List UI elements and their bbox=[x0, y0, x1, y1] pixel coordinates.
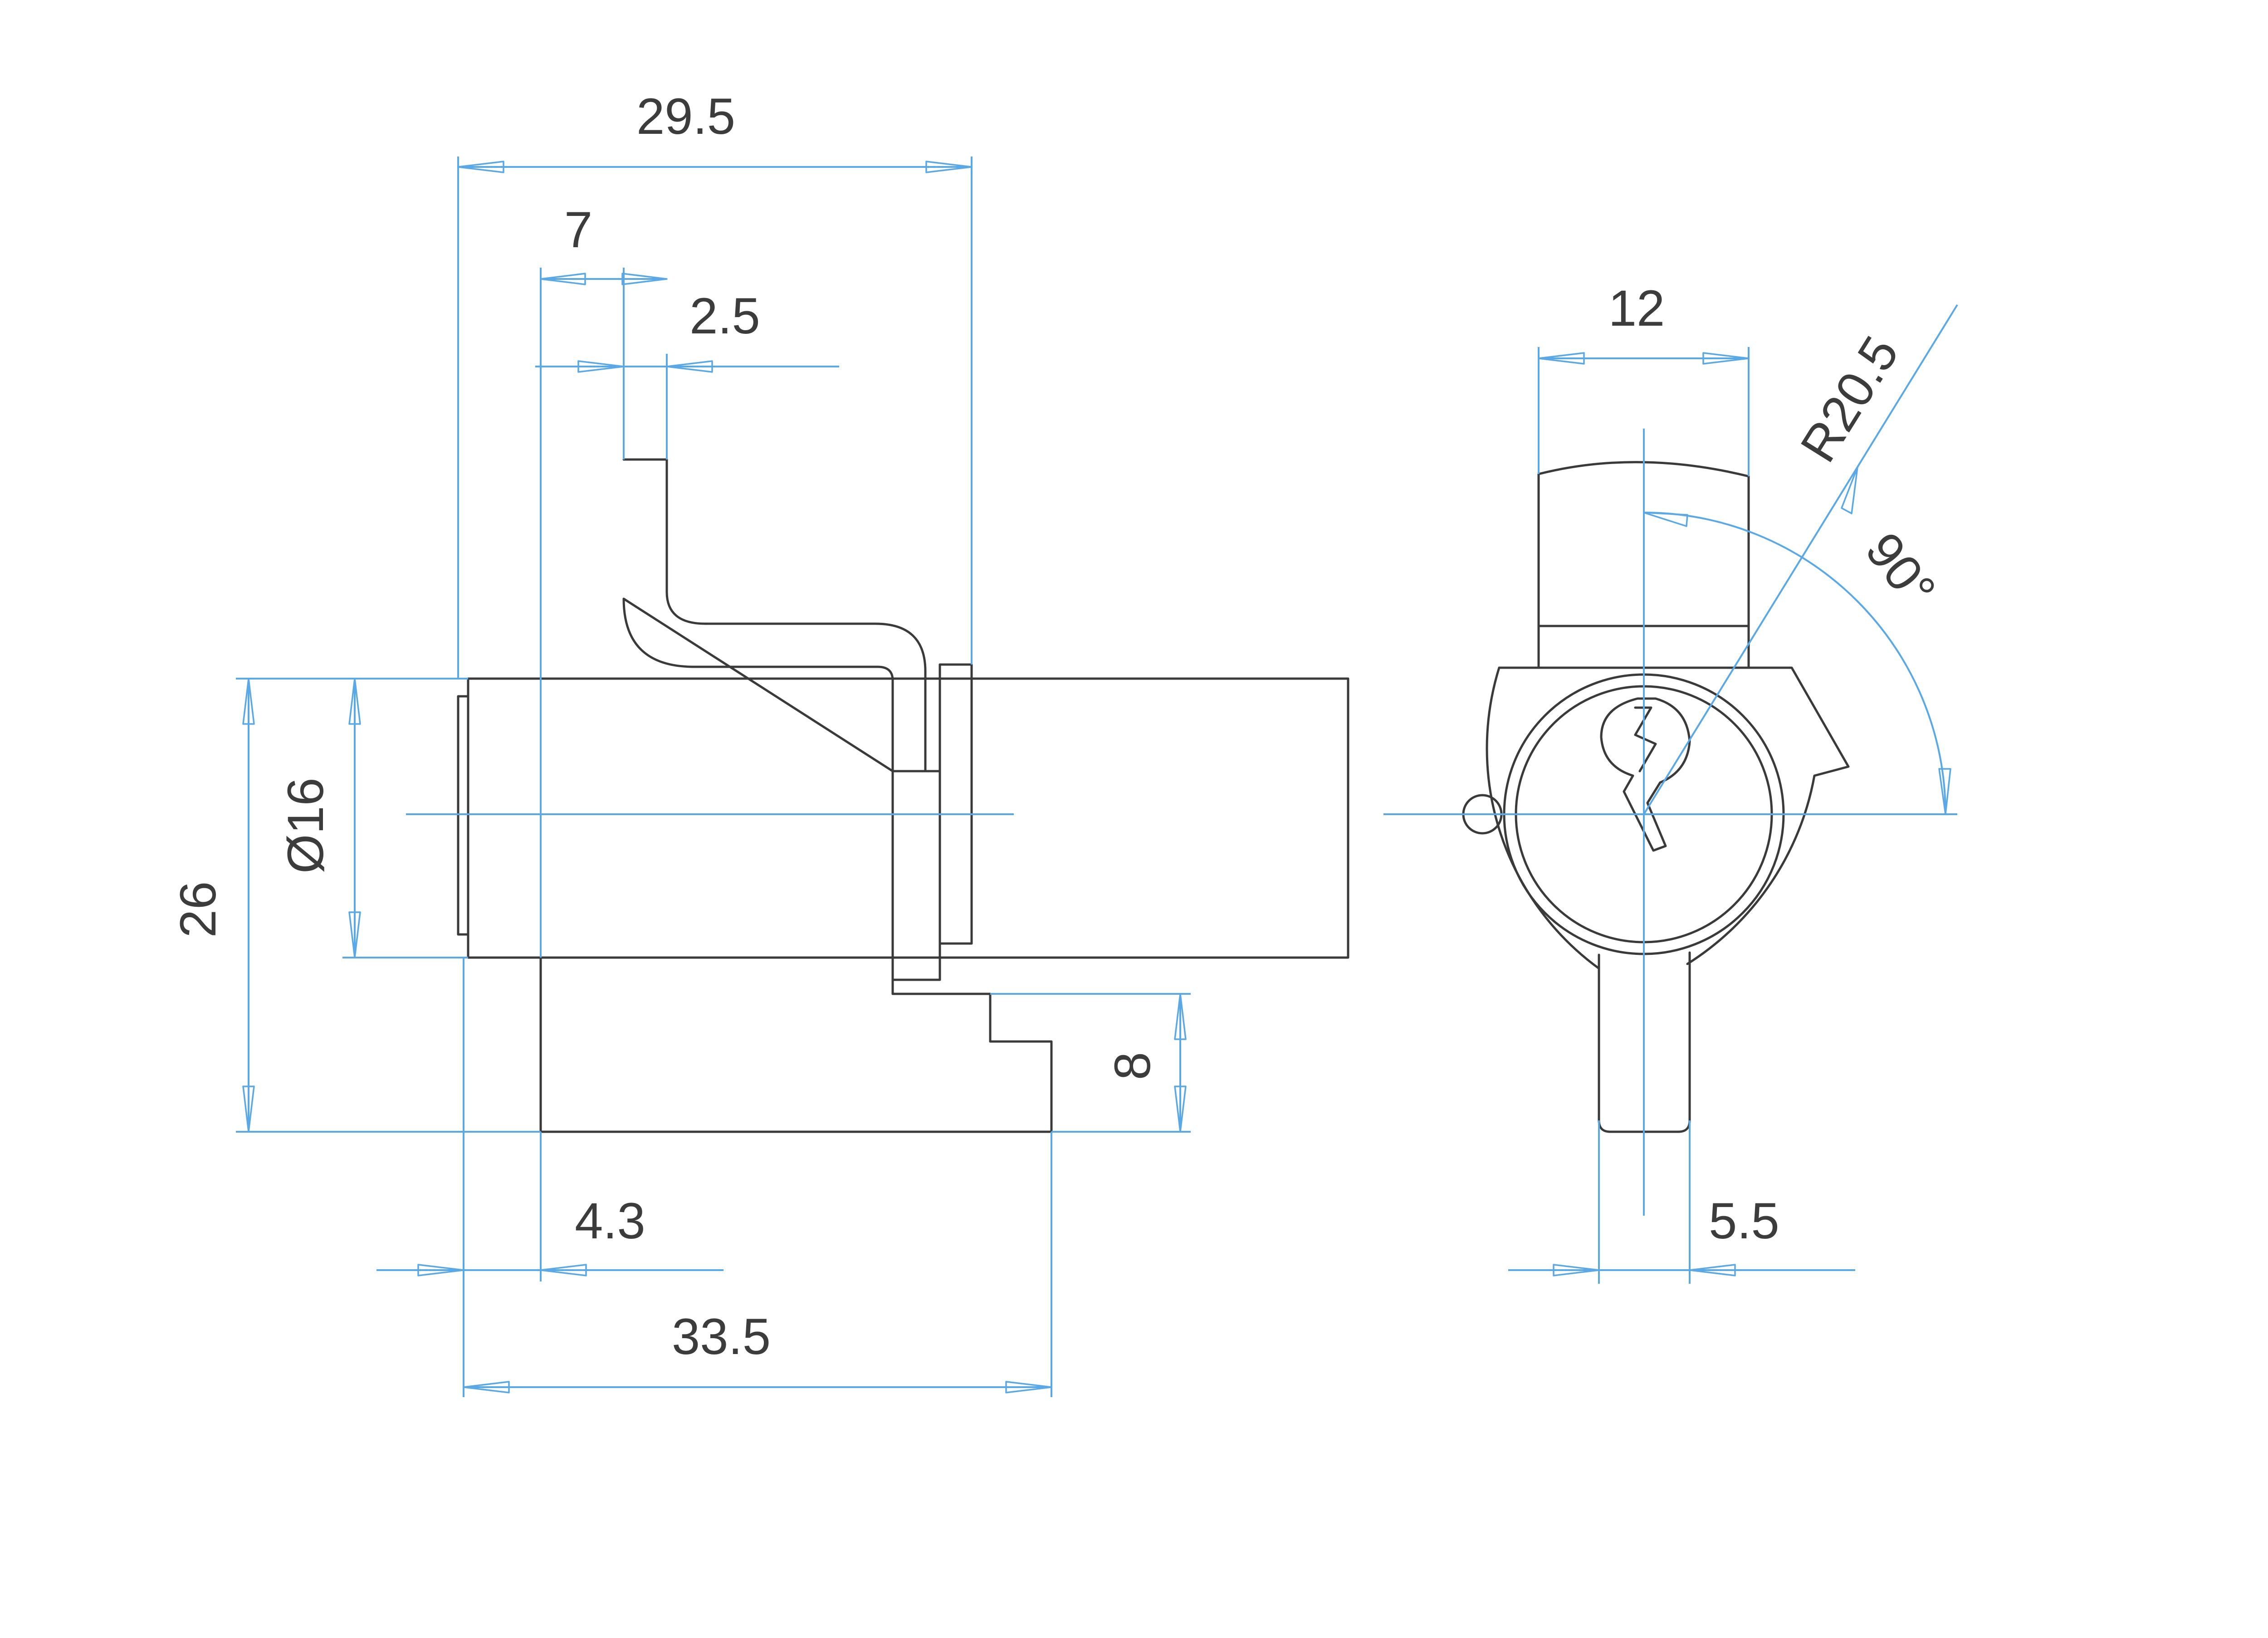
face-plate bbox=[457, 695, 469, 936]
dimension-label-12: 12 bbox=[1608, 280, 1665, 337]
dimension-overall-length: 33.5 bbox=[463, 1308, 1052, 1394]
dimension-label-diameter-16: Ø16 bbox=[277, 777, 334, 874]
dimension-overall-height: 26 bbox=[170, 678, 255, 1133]
front-view-extension-lines bbox=[1538, 347, 1750, 1284]
cylinder-body bbox=[467, 677, 1349, 959]
dimension-flange-thickness: 4.3 bbox=[376, 1193, 723, 1276]
dimension-cam-offset: 7 bbox=[540, 201, 668, 285]
dimension-swing-radius: R20.5 bbox=[1789, 327, 1910, 514]
dimension-cam-width: 12 bbox=[1538, 280, 1750, 365]
dimension-label-5-5: 5.5 bbox=[1709, 1193, 1779, 1249]
dimension-label-4-3: 4.3 bbox=[575, 1193, 645, 1249]
front-view: 12 R20.5 90° 5.5 bbox=[1383, 280, 1958, 1284]
front-cam bbox=[1537, 461, 1750, 669]
dimension-label-r20-5: R20.5 bbox=[1789, 327, 1909, 472]
dimension-label-2-5: 2.5 bbox=[689, 288, 760, 344]
dimension-label-33-5: 33.5 bbox=[672, 1308, 771, 1365]
dimension-rotation-angle: 90° bbox=[1643, 512, 1951, 815]
side-view: 29.5 7 2.5 26 Ø16 bbox=[170, 88, 1349, 1397]
front-view-part-outline bbox=[1462, 461, 1850, 1133]
lower-bolt-section bbox=[539, 956, 1053, 1133]
dimension-overall-width: 29.5 bbox=[457, 88, 973, 173]
dimension-body-diameter: Ø16 bbox=[277, 678, 361, 958]
lower-bolt-inner bbox=[891, 942, 941, 995]
rear-ring bbox=[938, 663, 973, 945]
cam-arm bbox=[622, 458, 927, 773]
dimension-label-26: 26 bbox=[170, 881, 226, 938]
dimension-label-7: 7 bbox=[564, 201, 592, 258]
front-view-radius-leader bbox=[1643, 304, 1958, 815]
front-housing bbox=[1486, 666, 1850, 970]
dimension-label-8: 8 bbox=[1104, 1052, 1161, 1080]
side-view-extension-lines bbox=[236, 156, 1191, 1397]
dimension-label-29-5: 29.5 bbox=[636, 88, 735, 145]
dimension-tab-width: 5.5 bbox=[1508, 1193, 1855, 1276]
keyway bbox=[1600, 697, 1691, 852]
dimension-label-90-degrees: 90° bbox=[1855, 522, 1947, 617]
side-view-part-outline bbox=[457, 458, 1349, 1133]
dimension-cam-thickness: 2.5 bbox=[535, 288, 839, 373]
dimension-step-height: 8 bbox=[1104, 993, 1187, 1133]
